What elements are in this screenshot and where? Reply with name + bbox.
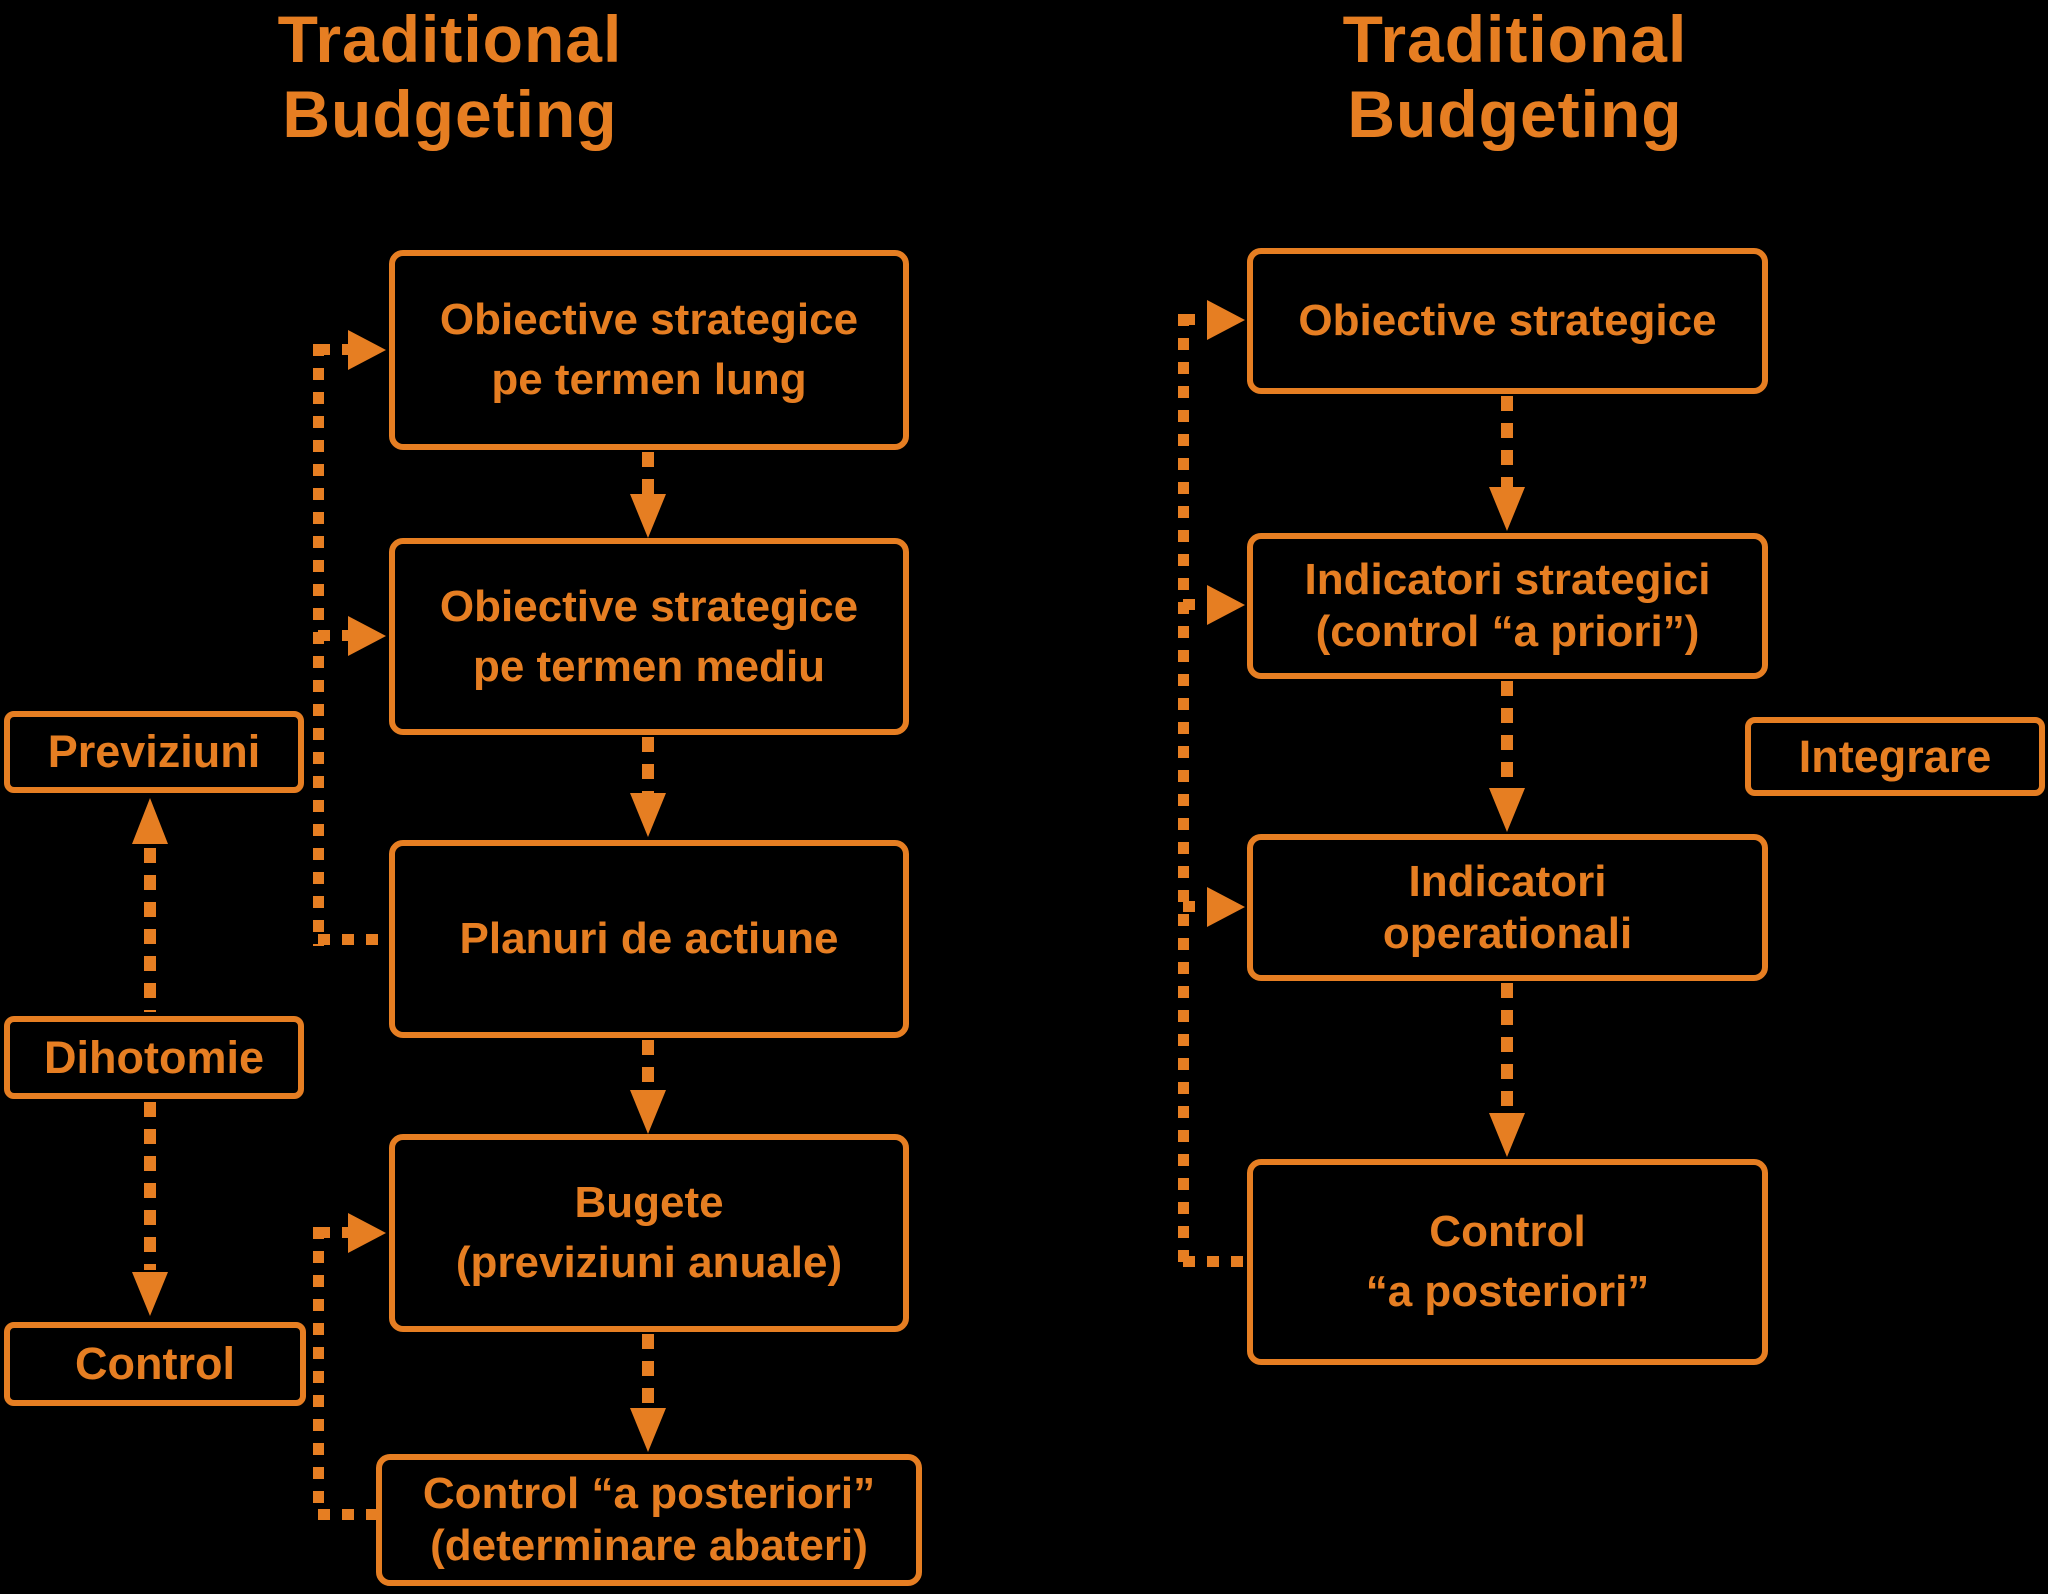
previziuni-label-text: Previziuni: [47, 726, 261, 777]
dihotomie-label: Dihotomie: [4, 1016, 304, 1099]
right-flow-title: Traditional Budgeting: [1215, 2, 1815, 151]
node-indicatori-operationali: Indicatori operationali: [1247, 834, 1768, 981]
rail-stub: [318, 1227, 348, 1238]
control-label-text: Control: [75, 1338, 235, 1389]
arrow-down-icon: [630, 1408, 666, 1452]
arrow-down-icon: [630, 793, 666, 837]
node-planuri-de-actiune: Planuri de actiune: [389, 840, 909, 1038]
connector-operationali-control: [1501, 983, 1513, 1113]
connector-bugete-control: [642, 1334, 654, 1408]
connector-mediu-planuri: [642, 737, 654, 793]
integrare-label-text: Integrare: [1798, 730, 1992, 782]
connector-planuri-bugete: [642, 1040, 654, 1090]
connector-obiective-indicatori: [1501, 396, 1513, 487]
node-bugete: Bugete (previziuni anuale): [389, 1134, 909, 1332]
node-line: Obiective strategice: [1298, 296, 1717, 346]
connector-strategici-operationali: [1501, 681, 1513, 788]
connector-lung-mediu: [642, 452, 654, 494]
rail-stub-control-posteriori: [1183, 1256, 1245, 1267]
arrow-right-icon: [1207, 300, 1245, 340]
node-line: Control “a posteriori”: [422, 1469, 876, 1519]
node-line: Bugete: [574, 1178, 724, 1228]
rail-stub-control-posteriori: [318, 1509, 376, 1520]
previziuni-label: Previziuni: [4, 711, 304, 793]
rail-stub: [318, 630, 348, 641]
connector-dihotomie-previziuni: [144, 848, 156, 1012]
arrow-right-icon: [348, 616, 386, 656]
node-line: (control “a priori”): [1315, 607, 1700, 656]
left-flow-title-line2: Budgeting: [282, 76, 618, 151]
rail-stub: [318, 344, 348, 355]
arrow-down-icon: [132, 1272, 168, 1316]
arrow-down-icon: [630, 494, 666, 538]
left-flow-title-line1: Traditional: [277, 2, 623, 76]
node-line: Obiective strategice: [439, 295, 859, 345]
rail-stub-planuri: [318, 934, 388, 945]
node-line: Obiective strategice: [439, 581, 859, 631]
right-flow-title-line2: Budgeting: [1347, 76, 1683, 151]
node-line: (previziuni anuale): [455, 1238, 843, 1287]
dihotomie-label-text: Dihotomie: [44, 1031, 264, 1083]
arrow-right-icon: [1207, 887, 1245, 927]
right-flow-title-line1: Traditional: [1342, 2, 1688, 76]
node-line: (determinare abateri): [430, 1521, 868, 1570]
control-label: Control: [4, 1322, 306, 1406]
arrow-down-icon: [1489, 1113, 1525, 1157]
rail-left-feedback: [313, 1227, 324, 1515]
rail-right-integration: [1178, 314, 1189, 1262]
arrow-right-icon: [1207, 585, 1245, 625]
node-line: pe termen lung: [491, 355, 807, 404]
node-obiective-strategice-termen-lung: Obiective strategice pe termen lung: [389, 250, 909, 450]
arrow-down-icon: [1489, 487, 1525, 531]
arrow-right-icon: [348, 330, 386, 370]
node-line: operationali: [1382, 908, 1633, 958]
node-control-a-posteriori-determinare: Control “a posteriori” (determinare abat…: [376, 1454, 922, 1586]
integrare-label: Integrare: [1745, 717, 2045, 796]
rail-stub: [1183, 599, 1209, 610]
arrow-up-icon: [132, 798, 168, 844]
node-line: Indicatori: [1408, 856, 1607, 906]
node-control-a-posteriori: Control “a posteriori”: [1247, 1159, 1768, 1365]
node-obiective-strategice: Obiective strategice: [1247, 248, 1768, 394]
node-line: Control: [1429, 1207, 1586, 1257]
node-line: pe termen mediu: [472, 641, 826, 691]
arrow-down-icon: [630, 1090, 666, 1134]
node-obiective-strategice-termen-mediu: Obiective strategice pe termen mediu: [389, 538, 909, 735]
rail-stub: [1183, 314, 1209, 325]
rail-left-planning: [313, 344, 324, 946]
node-line: Planuri de actiune: [459, 914, 839, 964]
rail-stub: [1183, 901, 1209, 912]
left-flow-title: Traditional Budgeting: [150, 2, 750, 151]
node-line: Indicatori strategici: [1304, 555, 1711, 605]
arrow-down-icon: [1489, 788, 1525, 832]
connector-dihotomie-control: [144, 1102, 156, 1270]
node-indicatori-strategici: Indicatori strategici (control “a priori…: [1247, 533, 1768, 679]
arrow-right-icon: [348, 1213, 386, 1253]
node-line: “a posteriori”: [1365, 1267, 1650, 1316]
